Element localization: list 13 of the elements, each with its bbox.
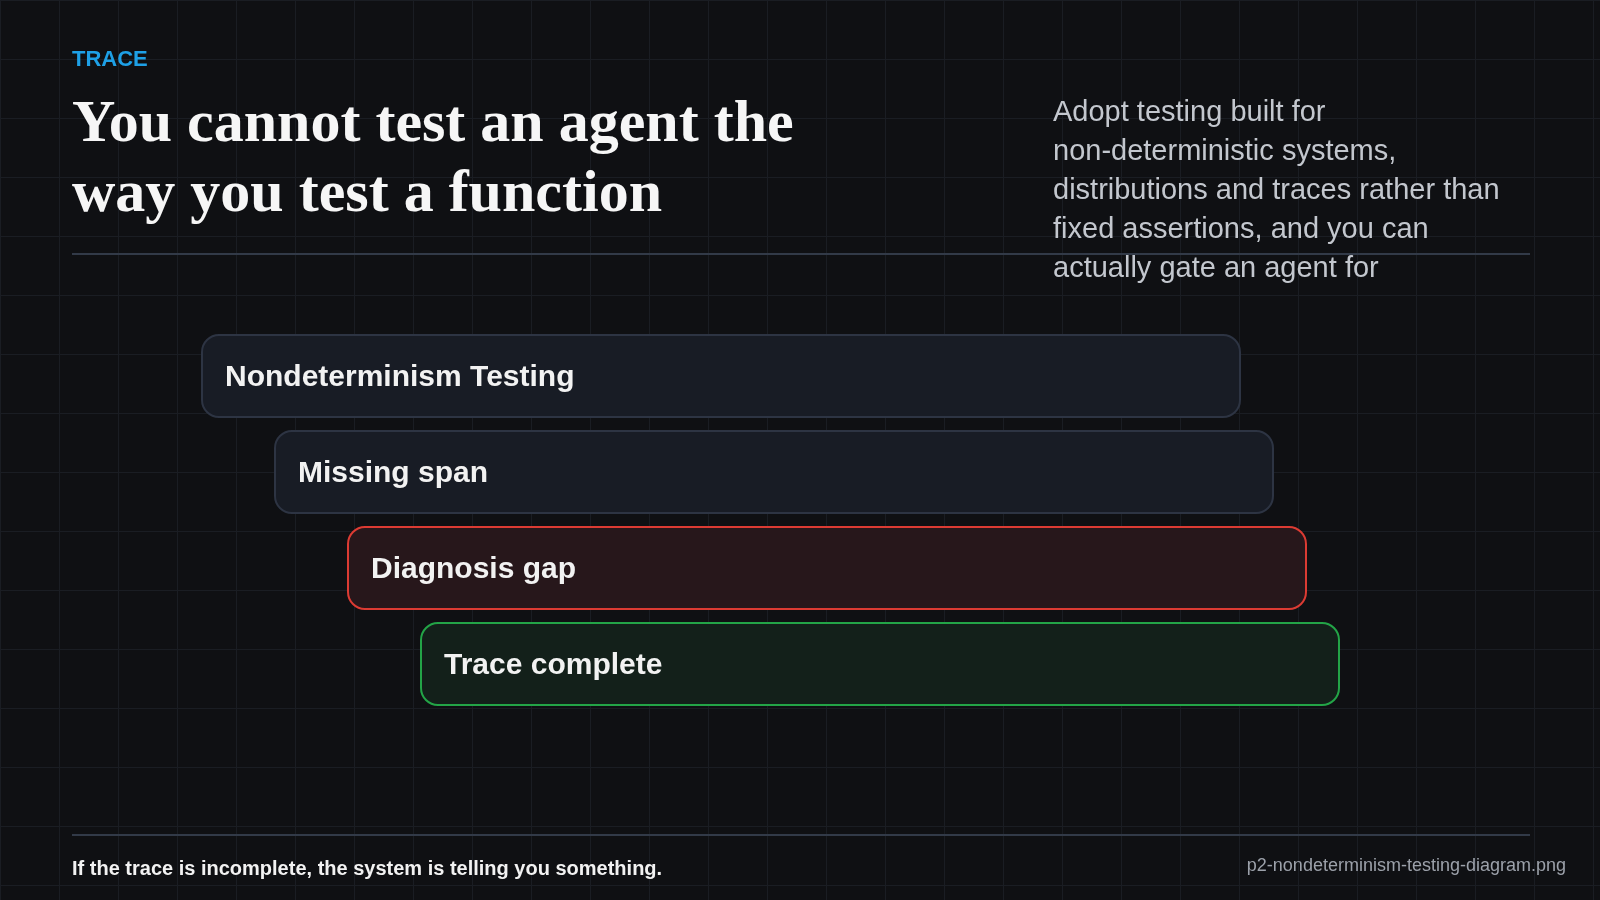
span-label: Diagnosis gap [371,551,577,585]
footer-caption: If the trace is incomplete, the system is telling you something. [72,857,663,880]
trace-span-bar [201,334,1241,418]
file-name-label: p2-nondeterminism-testing-diagram.png [1246,855,1566,876]
slide-title: You cannot test an agent the way you test a function [72,87,795,226]
section-label: TRACE [72,46,148,72]
trace-span-bar [274,430,1274,514]
success-span-bar [420,622,1340,706]
span-label: Trace complete [444,647,663,681]
span-label: Nondeterminism Testing [225,359,575,393]
span-label: Missing span [298,455,489,489]
description-text: Adopt testing built for non-deterministic systems, distributions and traces rather than fixed assertions, and you can actually gate an agent for [1053,94,1501,285]
error-span-bar [347,526,1307,610]
